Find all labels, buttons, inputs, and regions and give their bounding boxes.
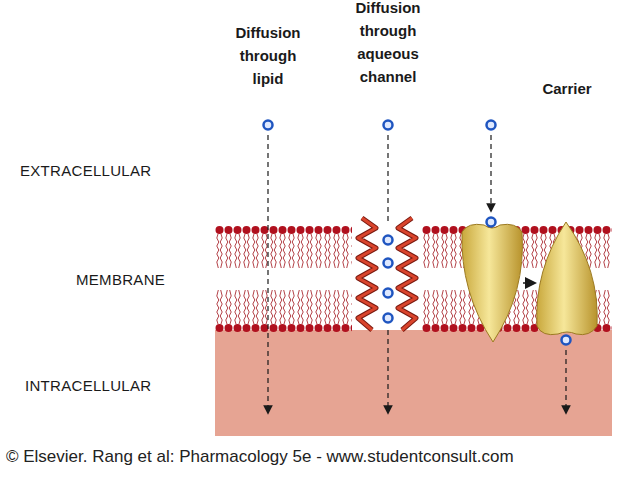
channel-protein (358, 218, 416, 330)
copyright-note: © Elsevier. Rang et al: Pharmacology 5e … (6, 446, 514, 468)
carrier-protein (462, 224, 523, 342)
carrier-protein (537, 222, 598, 335)
column-heading: Carrier (525, 77, 609, 100)
region-label: INTRACELLULAR (25, 377, 151, 395)
diffusion-path (268, 135, 566, 410)
region-label: MEMBRANE (76, 271, 165, 289)
column-heading: Diffusion through lipid (226, 21, 310, 90)
lipid-bilayer (215, 225, 352, 333)
intracellular-region (215, 330, 612, 436)
region-label: EXTRACELLULAR (20, 162, 151, 180)
conformation-arrow (523, 282, 531, 284)
column-heading: Diffusion through aqueous channel (343, 0, 433, 88)
solute-molecule (264, 121, 571, 345)
